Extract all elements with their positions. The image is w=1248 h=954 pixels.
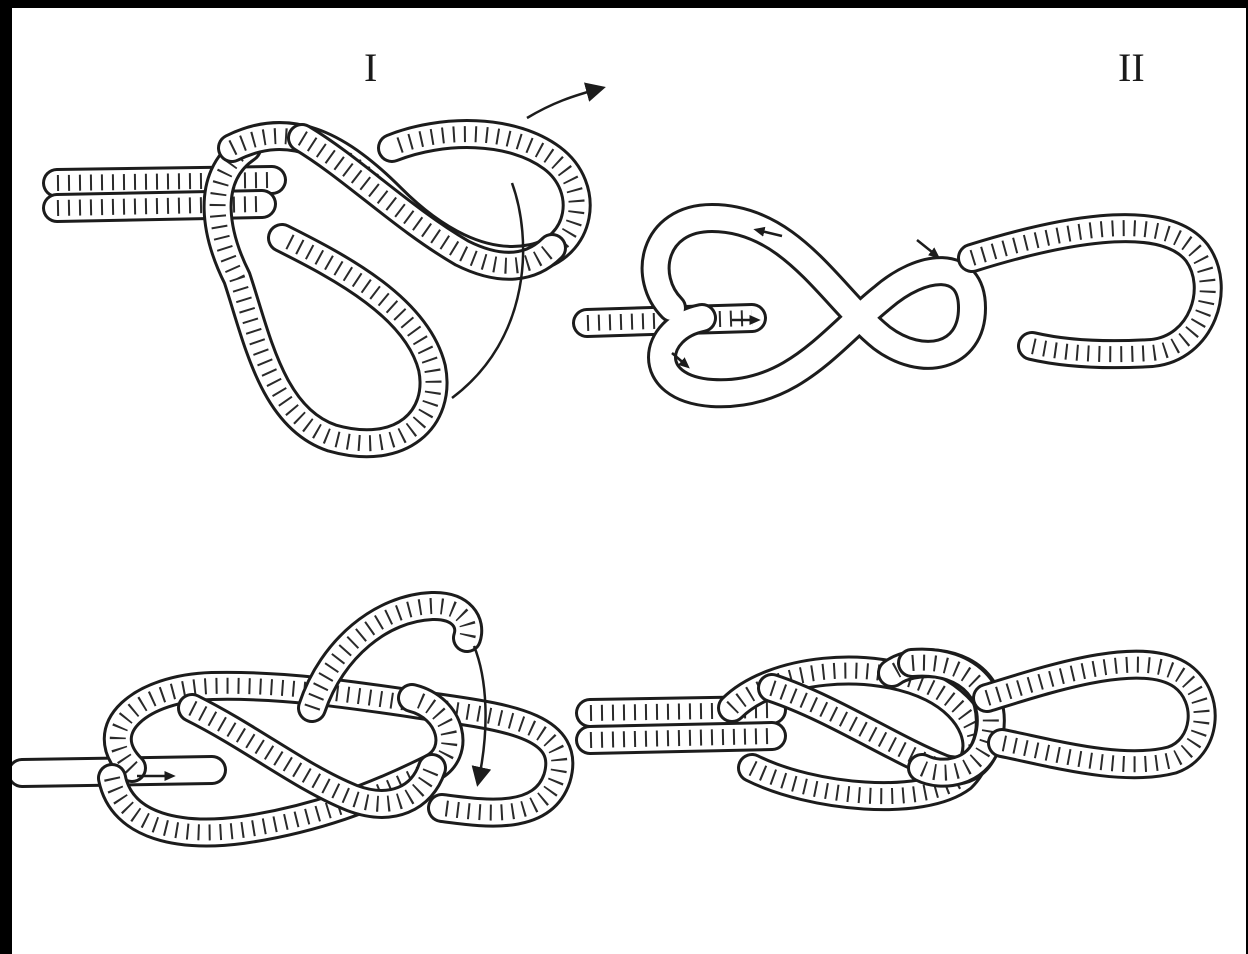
rope-right-loop	[972, 228, 1208, 354]
arrow-right-icon	[527, 88, 602, 118]
panel-step-2	[587, 218, 1208, 393]
arrow-right-icon	[917, 240, 937, 256]
rope-final-loop	[987, 665, 1202, 765]
figure-sheet: I II	[12, 8, 1246, 954]
panel-step-1	[57, 88, 602, 443]
direction-arrow-icon	[452, 183, 523, 398]
rope-figure-eight	[656, 218, 972, 393]
panel-step-3	[22, 606, 559, 833]
rope-standing-part	[57, 180, 272, 183]
panel-step-4	[590, 663, 1202, 797]
knot-illustration	[12, 8, 1246, 954]
rope-final-standing-bottom	[590, 736, 772, 740]
